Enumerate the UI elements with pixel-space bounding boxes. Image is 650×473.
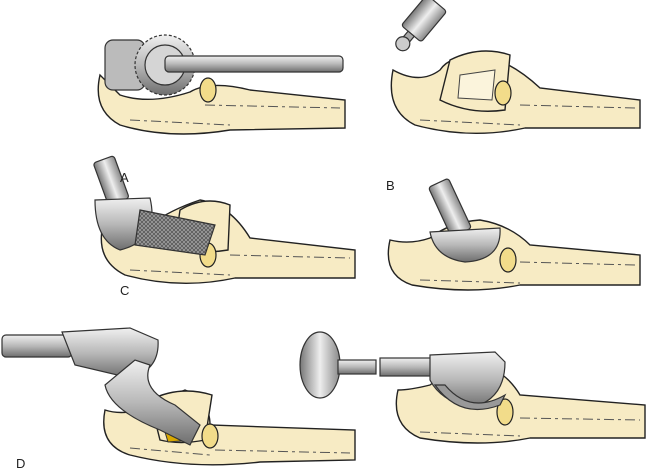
panel-c-result: [387, 178, 641, 291]
implant-impactor: [299, 331, 507, 411]
trial-component: [428, 178, 501, 263]
panel-d-result: [299, 331, 646, 444]
panel-label-c: C: [120, 283, 129, 298]
impactor-tool: [1, 327, 201, 446]
burr-tool: [395, 0, 447, 52]
panel-b: B: [386, 0, 641, 193]
panel-label-b: B: [386, 178, 395, 193]
reamer-tool: [93, 155, 216, 256]
panel-d: D: [1, 327, 356, 471]
panel-label-a: A: [120, 170, 129, 185]
panel-c: C: [93, 155, 356, 298]
panel-label-d: D: [16, 456, 25, 471]
panel-a: [97, 34, 346, 135]
rasp-wheel: [104, 34, 344, 96]
